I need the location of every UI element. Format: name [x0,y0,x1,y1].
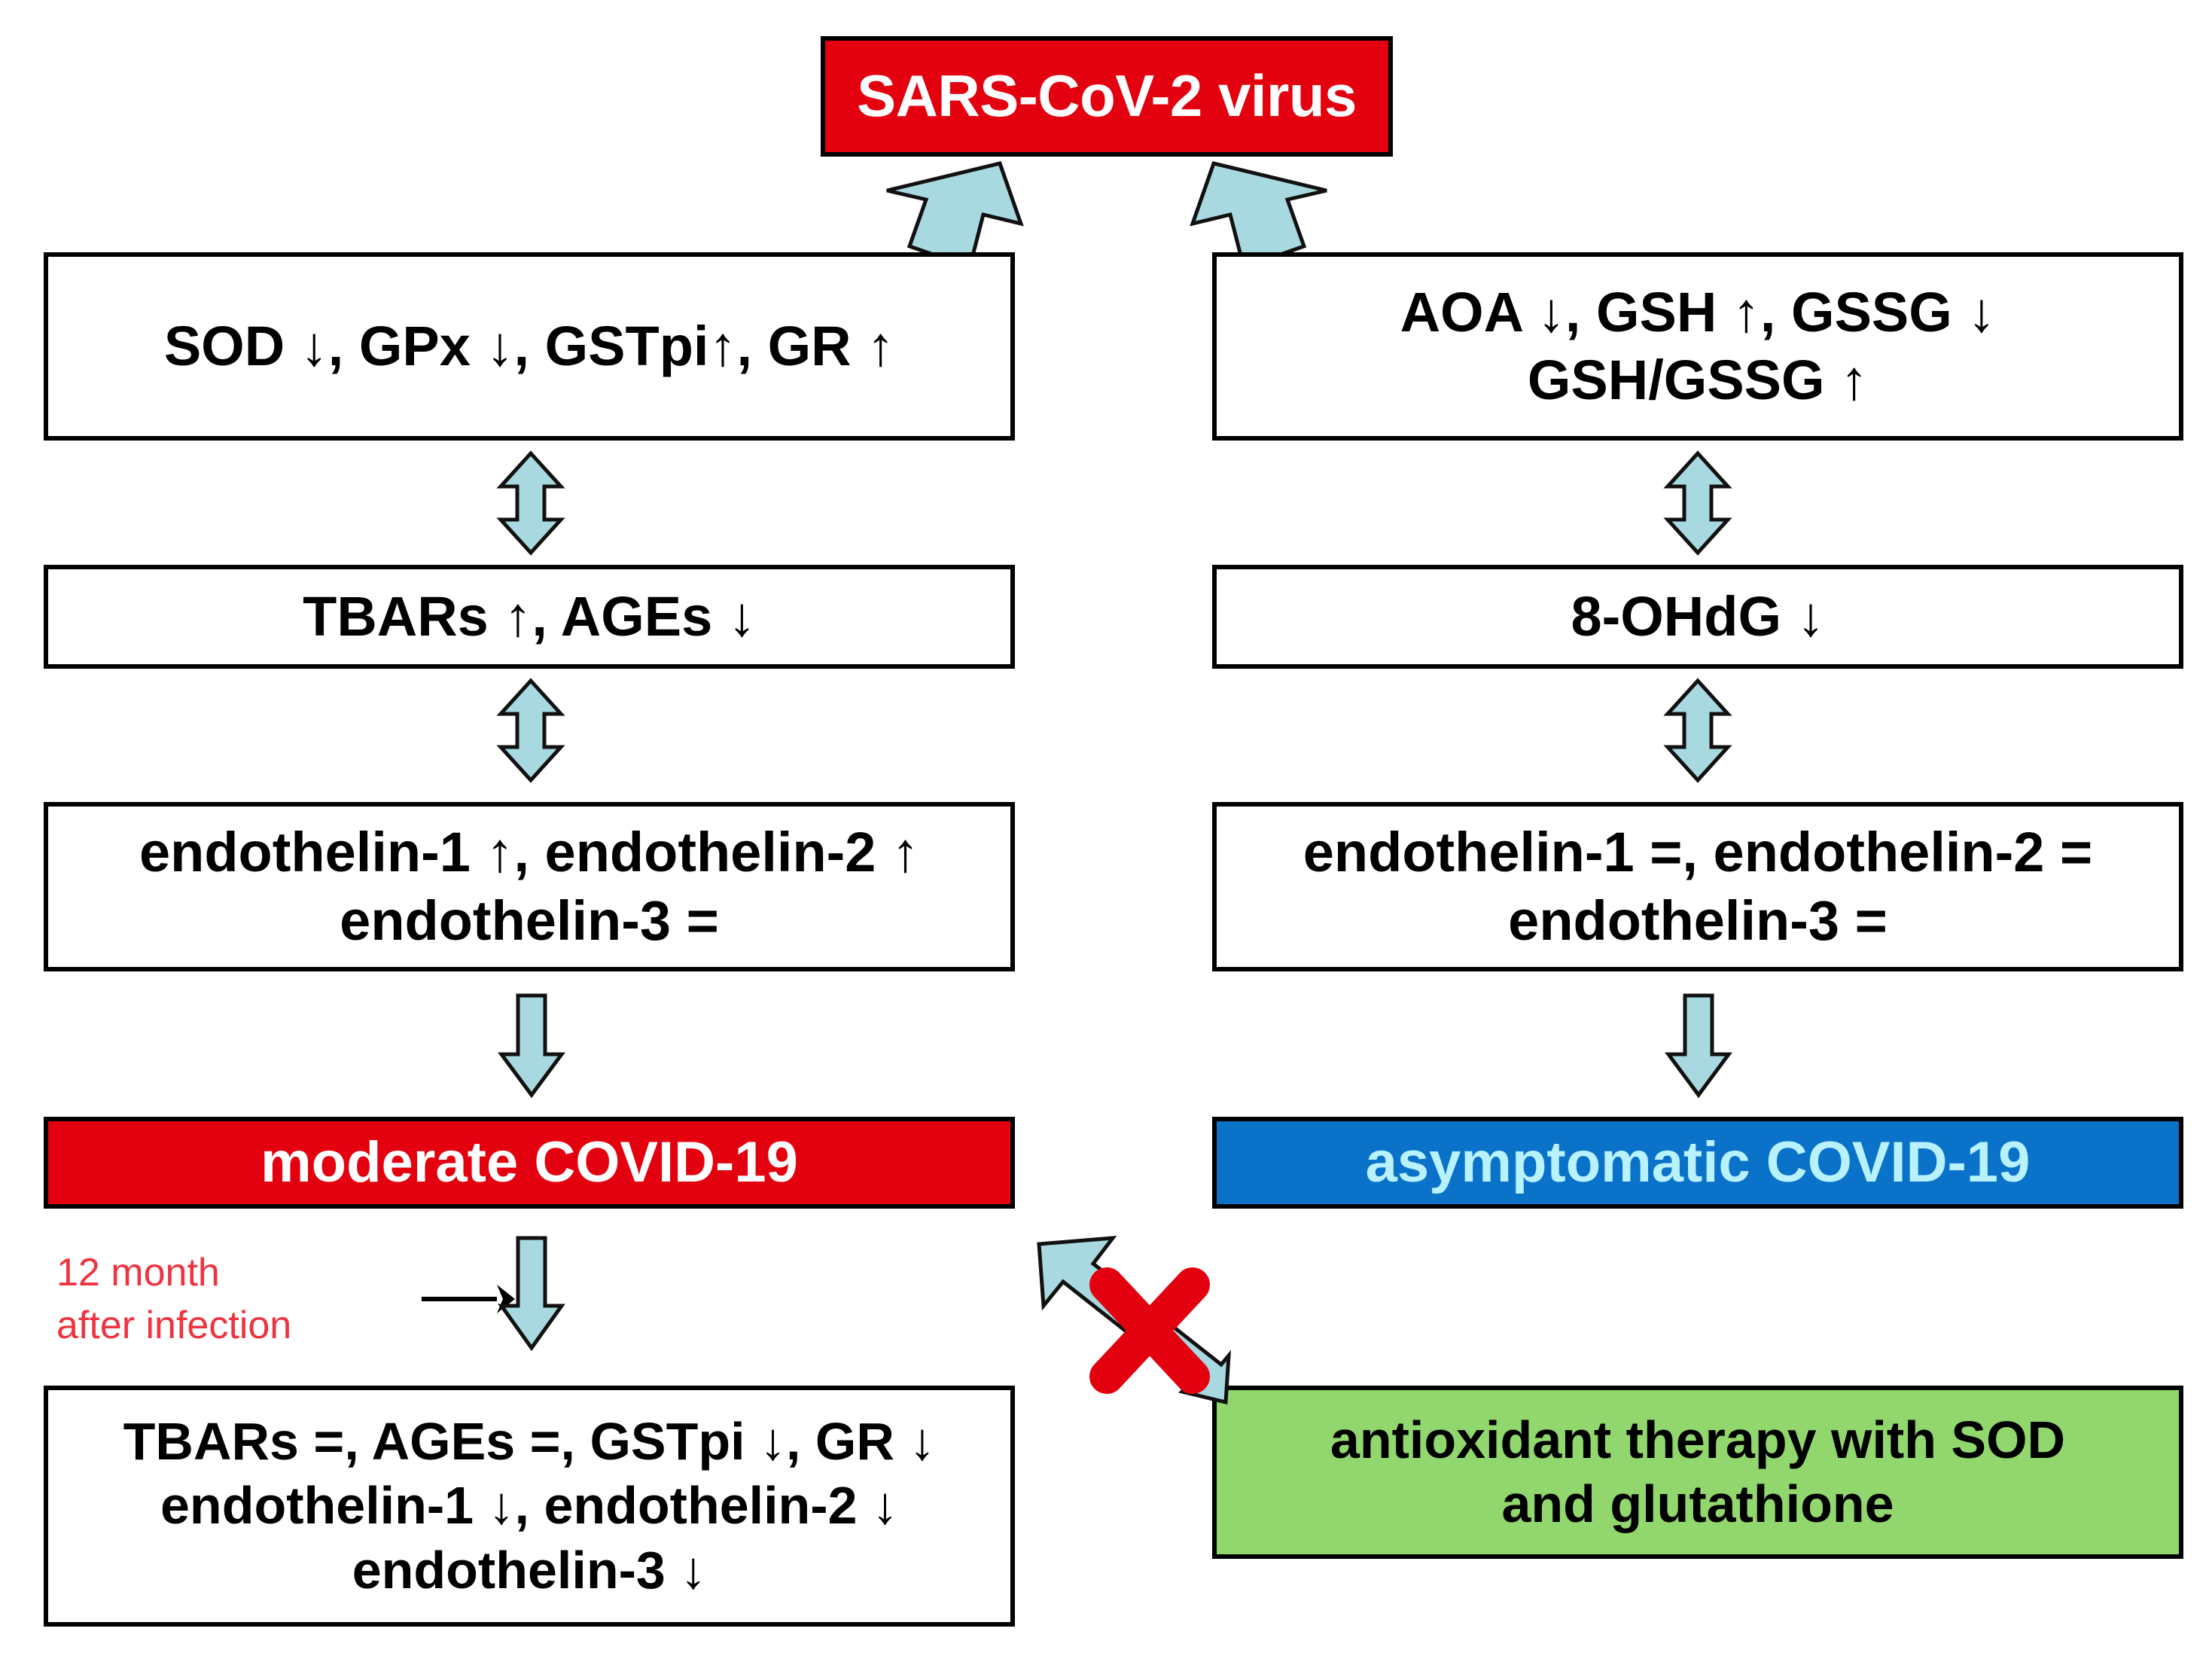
node-left-endothelins: endothelin-1 ↑, endothelin-2 ↑ endotheli… [44,802,1015,971]
node-right-antioxidants: AOA ↓, GSH ↑, GSSG ↓ GSH/GSSG ↑ [1212,252,2183,441]
node-followup-results: TBARs =, AGEs =, GSTpi ↓, GR ↓ endotheli… [44,1386,1015,1627]
node-left-oxidative-markers: TBARs ↑, AGEs ↓ [44,565,1015,669]
node-outcome-asymptomatic-covid: asymptomatic COVID-19 [1212,1117,2183,1209]
connector-left-endothelins-to-outcome [498,993,565,1099]
node-antioxidant-therapy: antioxidant therapy with SOD and glutath… [1212,1386,2183,1559]
left-endothelins-line1: endothelin-1 ↑, endothelin-2 ↑ [139,821,919,884]
left-markers-label: TBARs ↑, AGEs ↓ [303,584,756,648]
connector-right-dna-endothelins [1663,678,1732,783]
virus-label: SARS-CoV-2 virus [857,63,1357,130]
connector-outcome-to-followup [498,1236,565,1352]
node-sars-cov-2-virus: SARS-CoV-2 virus [821,36,1393,157]
followup-time-note: 12 month after infection [56,1251,292,1348]
right-antioxidants-line1: AOA ↓, GSH ↑, GSSG ↓ [1400,280,1996,343]
followup-results-line3: endothelin-3 ↓ [352,1540,707,1599]
right-endothelins-line1: endothelin-1 =, endothelin-2 = [1303,821,2093,884]
connector-left-markers-endothelins [496,678,565,783]
therapy-line2: and glutathione [1501,1474,1894,1533]
followup-results-line1: TBARs =, AGEs =, GSTpi ↓, GR ↓ [123,1411,936,1471]
left-enzymes-label: SOD ↓, GPx ↓, GSTpi↑, GR ↑ [163,314,895,377]
right-antioxidants-line2: GSH/GSSG ↑ [1527,349,1869,411]
moderate-covid-label: moderate COVID-19 [261,1130,798,1194]
connector-right-antioxidants-dna [1663,450,1732,556]
connector-left-enzymes-markers [496,450,565,556]
connector-right-endothelins-to-outcome [1665,993,1732,1099]
node-right-endothelins: endothelin-1 =, endothelin-2 = endotheli… [1212,802,2183,971]
block-x-icon [1089,1267,1210,1394]
node-right-dna-damage: 8-OHdG ↓ [1212,565,2183,669]
therapy-line1: antioxidant therapy with SOD [1330,1410,2066,1469]
asymptomatic-covid-label: asymptomatic COVID-19 [1365,1130,2031,1194]
node-left-enzymes: SOD ↓, GPx ↓, GSTpi↑, GR ↑ [44,252,1015,441]
node-outcome-moderate-covid: moderate COVID-19 [44,1117,1015,1209]
followup-results-line2: endothelin-1 ↓, endothelin-2 ↓ [160,1476,898,1535]
right-dna-label: 8-OHdG ↓ [1571,584,1825,648]
right-endothelins-line2: endothelin-3 = [1508,889,1888,952]
left-endothelins-line2: endothelin-3 = [340,889,719,952]
